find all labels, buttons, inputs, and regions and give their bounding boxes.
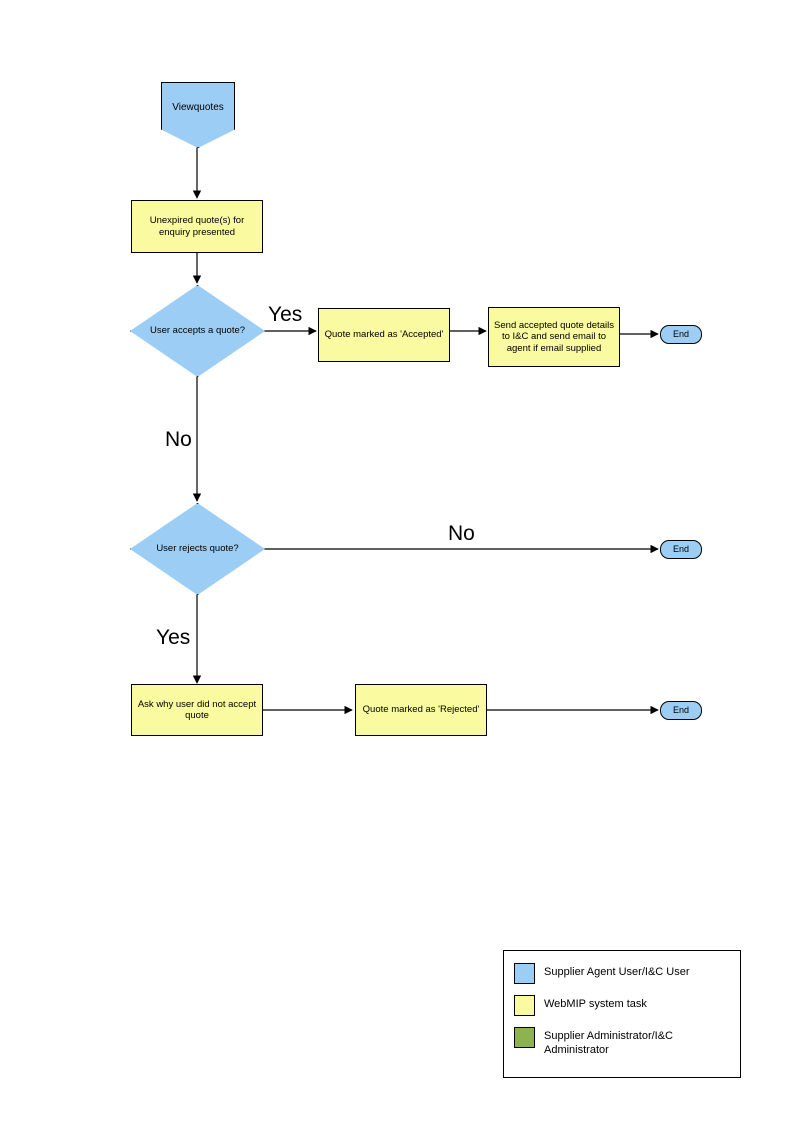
end-node-rejected-branch-label: End (672, 705, 689, 716)
end-node-rejected-branch[interactable]: End (660, 701, 702, 720)
legend-label-supplier-agent-user: Supplier Agent User/I&C User (544, 966, 690, 978)
process-unexpired-quotes-label: Unexpired quote(s) for enquiry presented (149, 215, 245, 238)
process-ask-why-not-accepted-label: Ask why user did not accept quote (137, 698, 257, 721)
process-send-accepted-quote-details-label: Send accepted quote details to I&C and s… (494, 320, 614, 354)
process-quote-marked-rejected[interactable]: Quote marked as 'Rejected' (355, 684, 487, 736)
decision-user-rejects-quote[interactable]: User rejects quote? (130, 503, 265, 595)
decision-user-rejects-quote-label: User rejects quote? (156, 543, 239, 555)
legend-swatch-yellow (514, 995, 535, 1016)
legend-label-webmip-system-task: WebMIP system task (544, 998, 647, 1010)
legend-item-webmip-system-task: WebMIP system task (514, 995, 730, 1016)
edge-label-accepts-yes: Yes (268, 303, 303, 326)
process-quote-marked-accepted-label: Quote marked as 'Accepted' (324, 329, 444, 341)
legend-swatch-green (514, 1027, 535, 1048)
legend-panel: Supplier Agent User/I&C User WebMIP syst… (503, 950, 741, 1078)
edge-label-rejects-yes: Yes (156, 626, 191, 649)
end-node-no-rejection-branch-label: End (672, 544, 689, 555)
start-node-viewquotes[interactable]: Viewquotes (161, 82, 235, 148)
edge-label-accepts-no: No (165, 428, 192, 451)
end-node-no-rejection-branch[interactable]: End (660, 540, 702, 559)
process-unexpired-quotes[interactable]: Unexpired quote(s) for enquiry presented (131, 200, 263, 253)
legend-item-supplier-agent-user: Supplier Agent User/I&C User (514, 963, 730, 984)
start-node-label: Viewquotes (172, 102, 224, 114)
process-ask-why-not-accepted[interactable]: Ask why user did not accept quote (131, 684, 263, 736)
process-quote-marked-accepted[interactable]: Quote marked as 'Accepted' (318, 308, 450, 362)
process-send-accepted-quote-details[interactable]: Send accepted quote details to I&C and s… (488, 307, 620, 367)
decision-user-accepts-quote-label: User accepts a quote? (149, 325, 246, 337)
pentagon-shape (161, 82, 235, 148)
legend-item-supplier-administrator: Supplier Administrator/I&C Administrator (514, 1027, 730, 1058)
decision-user-accepts-quote[interactable]: User accepts a quote? (130, 285, 265, 377)
end-node-accepted-branch-label: End (672, 329, 689, 340)
legend-label-supplier-administrator: Supplier Administrator/I&C Administrator (544, 1030, 673, 1056)
edge-label-rejects-no: No (448, 522, 475, 545)
end-node-accepted-branch[interactable]: End (660, 325, 702, 344)
legend-swatch-blue (514, 963, 535, 984)
process-quote-marked-rejected-label: Quote marked as 'Rejected' (362, 704, 480, 716)
